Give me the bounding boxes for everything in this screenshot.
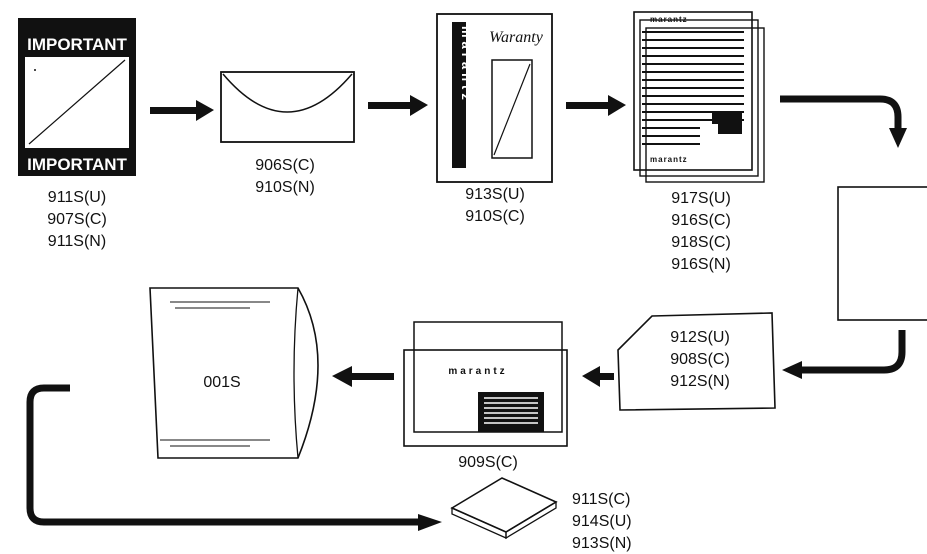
important-bottom-text: IMPORTANT: [27, 155, 127, 174]
booklet: 911S(C) 914S(U) 913S(N): [450, 477, 632, 552]
card912-code-1: 912S(U): [670, 329, 730, 346]
card912-code-3: 912S(N): [670, 373, 730, 390]
warranty-card: marantz Waranty 913S(U) 910S(C): [436, 13, 553, 225]
arrow-curve-down: [780, 95, 907, 148]
warranty-title: Waranty: [489, 29, 544, 46]
arrow-right-3: [566, 95, 626, 116]
important-code-2: 907S(C): [47, 211, 107, 228]
manual-brand-bottom: marantz: [650, 155, 688, 164]
important-top-text: IMPORTANT: [27, 35, 127, 54]
blank-sheet: [837, 186, 927, 321]
folder-grille-icon: [484, 397, 538, 424]
card912-code-2: 908S(C): [670, 351, 730, 368]
arrow-right-1: [150, 100, 214, 121]
arrow-left-1: [582, 366, 614, 387]
arrow-left-2: [332, 366, 394, 387]
arrow-return-long: [26, 384, 442, 531]
arrow-curve-left: [782, 330, 906, 379]
manuals-code-4: 916S(N): [671, 256, 731, 273]
booklet-code-2: 914S(U): [572, 513, 632, 530]
envelope-code-2: 910S(N): [255, 179, 315, 196]
manual-brand-top: marantz: [650, 15, 688, 24]
manuals-stack: marantz marantz 917S(U) 916S(C) 918S(C) …: [633, 11, 765, 273]
marantz-folder: marantz 909S(C): [403, 321, 568, 471]
important-sheet: IMPORTANT IMPORTANT 911S(U) 907S(C) 911S…: [18, 18, 136, 250]
manuals-code-3: 918S(C): [671, 234, 731, 251]
warranty-code-1: 913S(U): [465, 186, 525, 203]
folder-brand: marantz: [448, 366, 507, 377]
envelope-code-1: 906S(C): [255, 157, 315, 174]
warranty-brand-vertical: marantz: [459, 26, 474, 104]
important-code-1: 911S(U): [48, 189, 106, 206]
booklet-code-1: 911S(C): [572, 491, 630, 508]
manuals-code-1: 917S(U): [671, 190, 731, 207]
padded-bag: 001S: [149, 287, 319, 459]
arrow-right-2: [368, 95, 428, 116]
folder-code-1: 909S(C): [458, 454, 518, 471]
important-code-3: 911S(N): [48, 233, 106, 250]
booklet-code-3: 913S(N): [572, 535, 632, 552]
manuals-code-2: 916S(C): [671, 212, 731, 229]
bag-code: 001S: [203, 374, 240, 391]
warranty-code-2: 910S(C): [465, 208, 525, 225]
envelope: 906S(C) 910S(N): [220, 71, 355, 196]
manual-device-icon: [712, 112, 742, 134]
card-912: 912S(U) 908S(C) 912S(N): [617, 312, 776, 411]
